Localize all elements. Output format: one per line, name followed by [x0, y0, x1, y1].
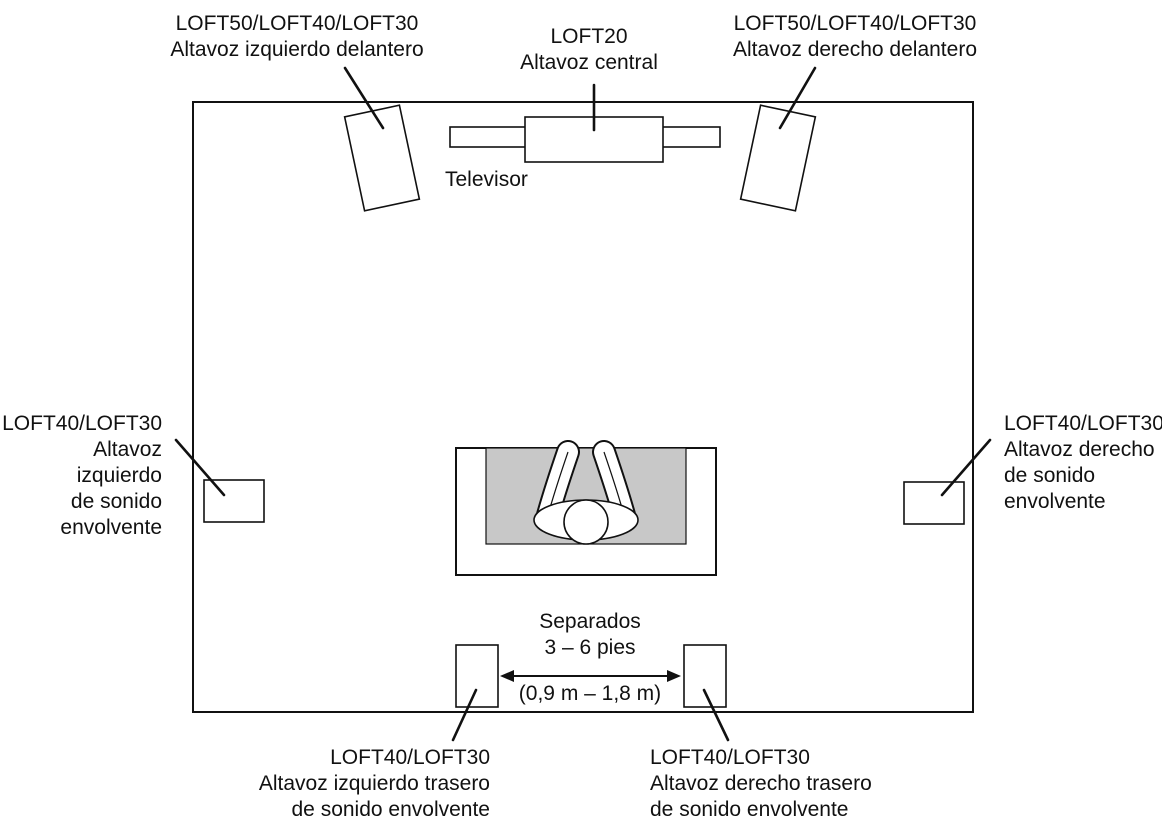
center-model-label: LOFT20 [550, 25, 627, 48]
front-left-name-label: Altavoz izquierdo delantero [170, 38, 423, 61]
front-left-model-label: LOFT50/LOFT40/LOFT30 [176, 12, 419, 35]
tv-label: Televisor [445, 168, 528, 191]
surround-right-line2: de sonido [1004, 464, 1095, 487]
surround-right-line3: envolvente [1004, 490, 1106, 513]
surround-left-line3: de sonido [71, 490, 162, 513]
surround-right-speaker [903, 481, 965, 525]
surround-left-line4: envolvente [60, 516, 162, 539]
center-name-label: Altavoz central [520, 51, 658, 74]
rear-left-line1: Altavoz izquierdo trasero [259, 772, 490, 795]
surround-right-line1: Altavoz derecho [1004, 438, 1155, 461]
surround-right-speaker-leader [940, 438, 992, 497]
front-left-speaker [343, 104, 421, 212]
separation-line3: (0,9 m – 1,8 m) [519, 682, 661, 705]
surround-left-line1: Altavoz [93, 438, 162, 461]
rear-right-speaker-leader [702, 688, 730, 742]
separation-line2: 3 – 6 pies [544, 636, 635, 659]
surround-left-speaker [203, 479, 265, 523]
separation-line1: Separados [539, 610, 641, 633]
surround-left-line2: izquierdo [77, 464, 162, 487]
rear-right-speaker [683, 644, 727, 708]
rear-right-line1: Altavoz derecho trasero [650, 772, 872, 795]
rear-left-model-label: LOFT40/LOFT30 [330, 746, 490, 769]
separation-arrow [500, 670, 681, 682]
surround-left-model-label: LOFT40/LOFT30 [2, 412, 162, 435]
front-right-speaker-leader [778, 66, 817, 130]
rear-right-line2: de sonido envolvente [650, 798, 849, 821]
front-right-name-label: Altavoz derecho delantero [733, 38, 977, 61]
surround-left-speaker-leader [174, 438, 226, 497]
rear-left-line2: de sonido envolvente [292, 798, 491, 821]
rear-left-speaker [455, 644, 499, 708]
front-right-model-label: LOFT50/LOFT40/LOFT30 [734, 12, 977, 35]
surround-right-model-label: LOFT40/LOFT30 [1004, 412, 1162, 435]
room-outline [192, 101, 974, 713]
front-left-speaker-leader [343, 66, 385, 130]
couch-with-listener [455, 440, 717, 576]
rear-left-speaker-leader [451, 688, 478, 742]
front-right-speaker [739, 104, 817, 212]
rear-right-model-label: LOFT40/LOFT30 [650, 746, 810, 769]
